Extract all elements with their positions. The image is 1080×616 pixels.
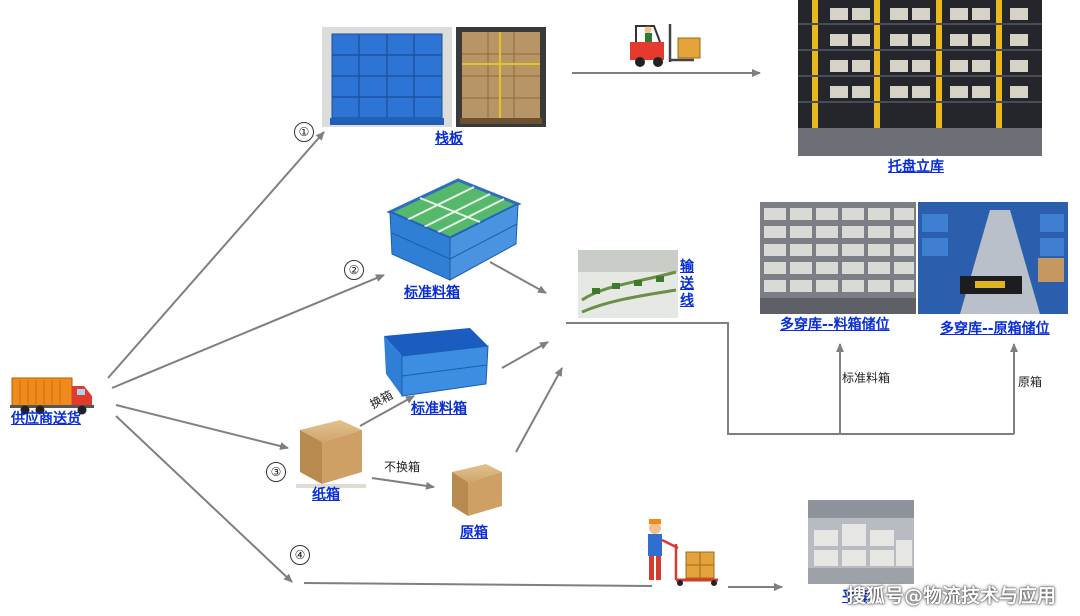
carton-icon xyxy=(296,420,366,488)
watermark: 搜狐号@物流技术与应用 xyxy=(846,585,1056,607)
pallet-warehouse-label: 托盘立库 xyxy=(888,159,944,175)
standard-bin-open-icon xyxy=(384,328,489,397)
forklift-icon xyxy=(630,24,701,67)
arrow-to-flat-worker xyxy=(303,582,653,587)
arrow-carton-repack xyxy=(359,395,415,427)
arrow-route-1 xyxy=(107,131,325,379)
conveyor-char-3: 线 xyxy=(680,293,694,309)
conveyor-distribution-line xyxy=(566,322,1014,435)
conveyor-char-1: 输 xyxy=(680,259,694,275)
arrow-bin-to-conveyor xyxy=(489,261,547,294)
supplier-truck-icon xyxy=(10,377,94,415)
conveyor-char-2: 送 xyxy=(680,276,694,292)
flat-warehouse-photo xyxy=(808,500,914,584)
arrow-route-4 xyxy=(115,415,293,583)
route-number-1: ① xyxy=(294,122,314,142)
multi-shuttle-bin-photo xyxy=(760,202,916,314)
carton-label: 纸箱 xyxy=(312,487,340,503)
flat-warehouse-label: 平库 xyxy=(842,589,870,605)
multi-shuttle-bin-label: 多穿库--料箱储位 xyxy=(780,317,890,333)
arrow-carton-no-repack xyxy=(371,477,435,490)
standard-bin-grid-icon xyxy=(386,178,522,281)
original-box-line-label: 原箱 xyxy=(1018,375,1043,389)
pallet-bins-photo xyxy=(322,27,452,127)
route-arrows xyxy=(107,69,1018,591)
conveyor-label: 输 送 线 xyxy=(679,259,695,310)
route-number-4: ④ xyxy=(290,545,310,565)
route-number-2: ② xyxy=(344,260,364,280)
multi-shuttle-original-photo xyxy=(918,202,1068,314)
pallet-asrs-photo xyxy=(798,0,1042,156)
route-number-3: ③ xyxy=(266,462,286,482)
multi-shuttle-original-label: 多穿库--原箱储位 xyxy=(940,321,1050,337)
pallet-cartons-photo xyxy=(456,27,546,127)
no-repack-label: 不换箱 xyxy=(384,460,421,474)
pallet-jack-worker-icon xyxy=(648,519,718,586)
arrow-original-to-conveyor xyxy=(515,367,563,453)
arrow-bin2-to-conveyor xyxy=(501,341,549,369)
pallet-label: 栈板 xyxy=(435,131,463,147)
standard-bin-label-2: 标准料箱 xyxy=(411,401,467,417)
original-box-label: 原箱 xyxy=(460,525,488,541)
conveyor-photo xyxy=(578,250,678,318)
standard-bin-line-label: 标准料箱 xyxy=(842,371,891,385)
original-box-icon xyxy=(452,464,502,516)
supplier-label: 供应商送货 xyxy=(11,411,81,427)
arrow-route-3 xyxy=(115,404,289,450)
arrow-route-2 xyxy=(111,274,385,389)
standard-bin-label-1: 标准料箱 xyxy=(404,285,460,301)
